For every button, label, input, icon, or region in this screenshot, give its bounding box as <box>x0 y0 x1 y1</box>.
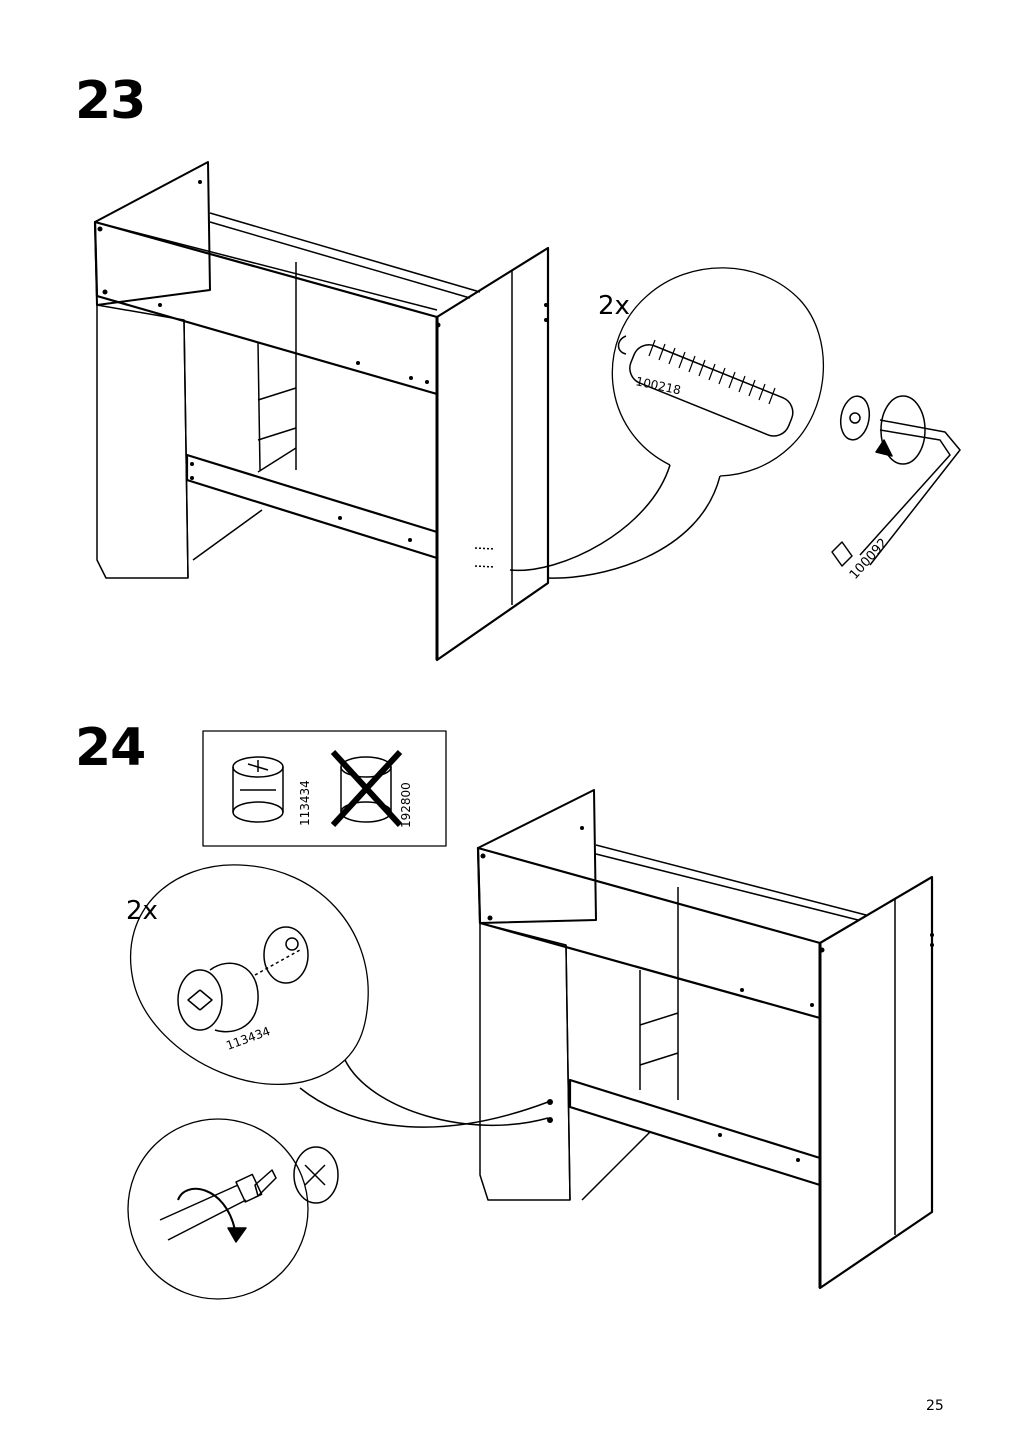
legend-part-number-correct: 113434 <box>298 780 312 826</box>
step-number-24: 24 <box>75 718 146 778</box>
correct-part-icon <box>232 756 284 823</box>
legend-part-number-wrong: 192800 <box>399 782 413 828</box>
part-number-label-100218: 100218 <box>634 374 682 397</box>
step23-detail-callout <box>509 267 961 579</box>
step24-part-legend <box>202 730 447 847</box>
step-number-23: 23 <box>75 71 146 131</box>
part-number-label-113434: 113434 <box>224 1024 272 1053</box>
page-number: 25 <box>926 1398 944 1414</box>
step24-detail-callout <box>127 864 549 1300</box>
part-number-label-100092: 100092 <box>847 536 891 583</box>
step24-quantity: 2x <box>126 896 158 926</box>
step23-cabinet <box>93 161 550 662</box>
step24-cabinet <box>476 789 934 1290</box>
wrong-part-icon <box>330 749 403 828</box>
step23-quantity: 2x <box>598 291 630 321</box>
